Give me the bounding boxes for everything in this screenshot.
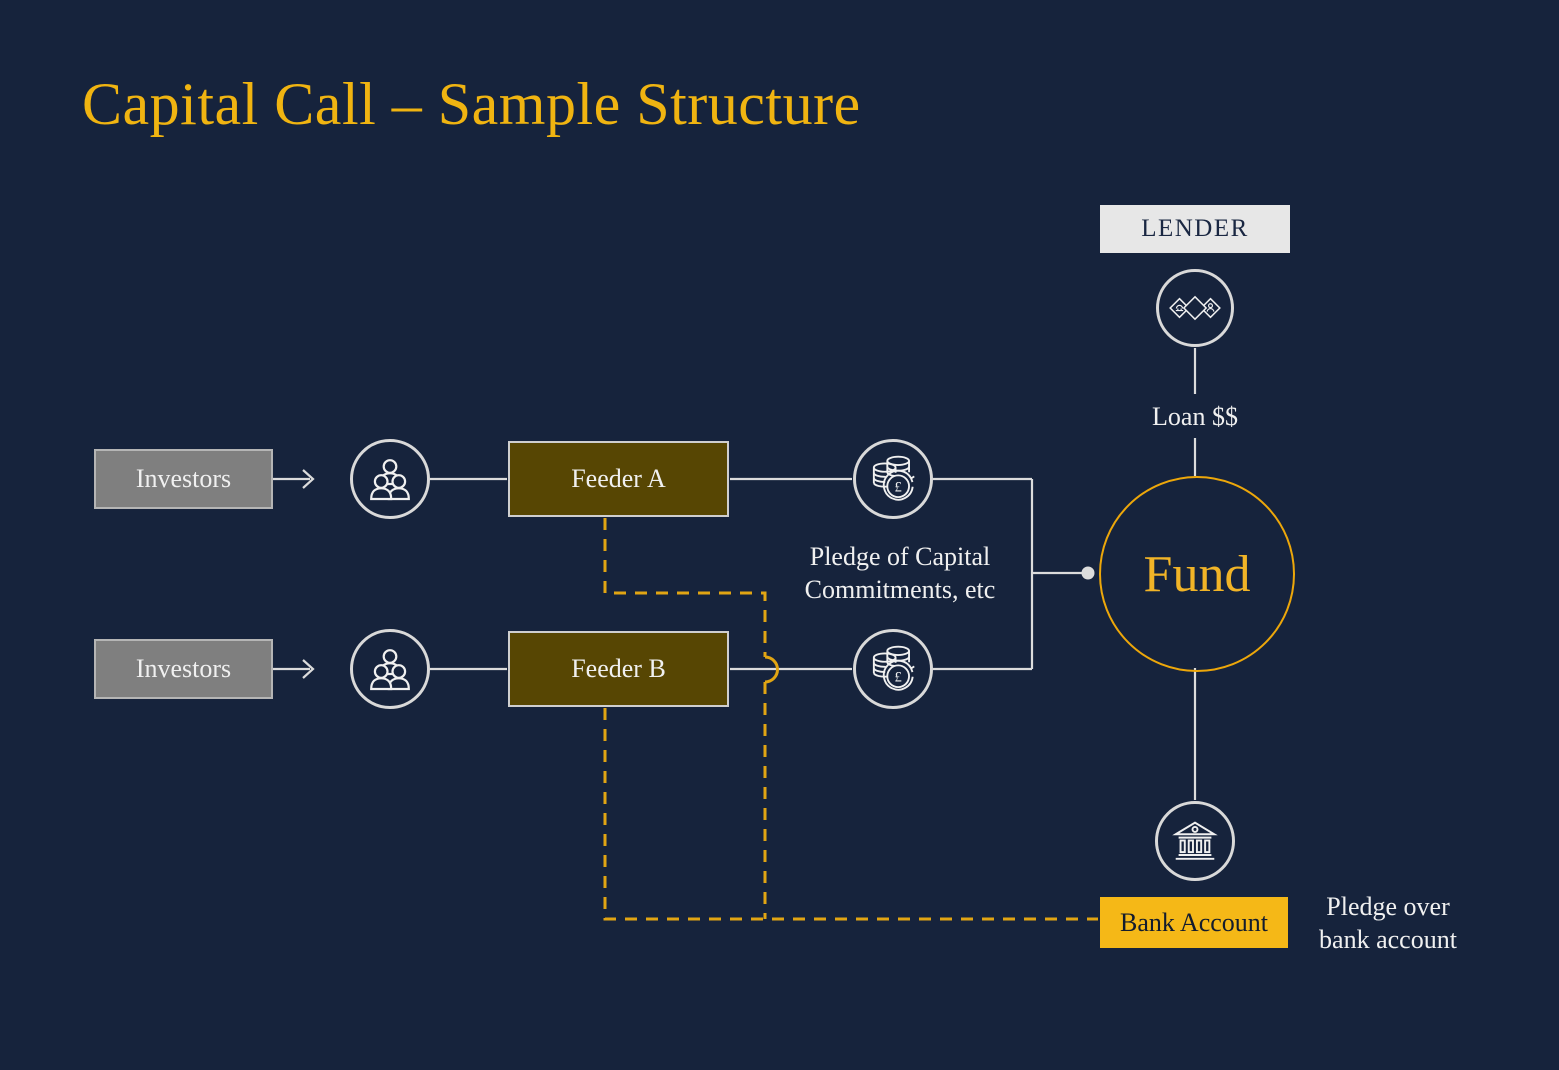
pledge-capital-annotation: Pledge of Capital Commitments, etc — [760, 540, 1040, 606]
arrow-head-bottom-icon — [302, 659, 315, 679]
feeder-a-label: Feeder A — [571, 464, 666, 493]
investor-group-circle-bottom — [350, 629, 430, 709]
diamond-network-icon — [1169, 295, 1221, 321]
coins-currency-icon: £ — [872, 455, 915, 501]
loan-label: Loan $$ — [1152, 402, 1238, 431]
investor-group-circle-top — [350, 439, 430, 519]
bank-building-icon — [1172, 821, 1218, 860]
pledge-capital-line1: Pledge of Capital — [809, 542, 991, 571]
feeder-b-box: Feeder B — [508, 631, 729, 707]
coins-circle-bottom: £ — [853, 629, 933, 709]
lender-box: LENDER — [1100, 205, 1290, 253]
dashed-feeder-b-pledge-path — [603, 708, 1098, 921]
lender-circle — [1156, 269, 1234, 347]
pound-symbol: £ — [895, 669, 902, 685]
fund-circle: Fund — [1099, 476, 1295, 672]
pledge-capital-line2: Commitments, etc — [804, 575, 996, 604]
bank-account-box: Bank Account — [1100, 897, 1288, 948]
pledge-bank-line2: bank account — [1319, 925, 1457, 954]
pledge-bank-annotation: Pledge over bank account — [1278, 890, 1498, 956]
page-title: Capital Call – Sample Structure — [82, 71, 861, 137]
coins-currency-icon: £ — [872, 645, 915, 691]
dashed-line-bridge-arc — [764, 655, 779, 684]
pound-symbol: £ — [895, 479, 902, 495]
investors-box-top: Investors — [94, 449, 273, 509]
people-group-icon — [370, 459, 410, 501]
pledge-bank-line1: Pledge over — [1326, 892, 1450, 921]
arrow-head-top-icon — [302, 469, 315, 489]
investors-bottom-label: Investors — [135, 654, 232, 683]
feeder-a-box: Feeder A — [508, 441, 729, 517]
lender-label: LENDER — [1141, 215, 1249, 242]
bank-circle — [1155, 801, 1235, 881]
feeder-b-label: Feeder B — [571, 654, 666, 683]
bank-account-label: Bank Account — [1119, 907, 1269, 937]
fund-label: Fund — [1143, 545, 1251, 603]
investors-top-label: Investors — [135, 464, 232, 493]
fund-connector-dot — [1081, 566, 1095, 580]
coins-circle-top: £ — [853, 439, 933, 519]
people-group-icon — [370, 649, 410, 691]
investors-box-bottom: Investors — [94, 639, 273, 699]
